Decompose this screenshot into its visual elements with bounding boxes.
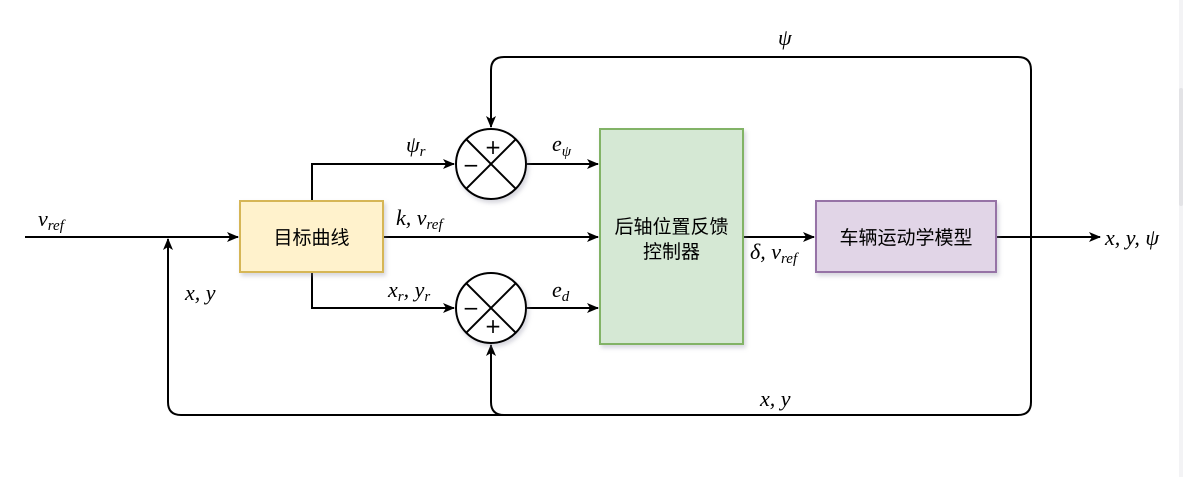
label-feedback-xy-bottom: x, y (759, 386, 791, 411)
label-psi-r: ψr (406, 132, 426, 160)
controller-label-line1: 后轴位置反馈 (614, 216, 728, 238)
label-e-d: ed (552, 277, 570, 305)
wire-feedback-xy (163, 237, 1032, 416)
label-feedback-psi: ψ (778, 25, 792, 50)
label-delta-vref: δ, vref (750, 239, 799, 267)
wire-psi-r (311, 159, 455, 201)
controller-block: 后轴位置反馈 控制器 (599, 128, 744, 345)
heading-junction-plus-sign: + (485, 135, 502, 159)
vehicle-model-block: 车辆运动学模型 (815, 200, 997, 273)
label-e-psi: eψ (552, 131, 572, 160)
label-k-vref: k, vref (396, 205, 444, 233)
target-curve-label: 目标曲线 (273, 227, 349, 249)
vehicle-model-label: 车辆运动学模型 (839, 227, 972, 249)
scrollbar-track[interactable] (1179, 0, 1183, 477)
target-curve-block: 目标曲线 (239, 200, 384, 273)
controller-label-line2: 控制器 (643, 241, 700, 263)
heading-error-junction: + − (455, 128, 527, 200)
label-output: x, y, ψ (1104, 225, 1159, 250)
label-xr-yr: xr, yr (387, 277, 430, 305)
position-junction-plus-sign: + (485, 314, 502, 338)
label-input-vref: vref (38, 206, 66, 234)
wire-feedback-xy-branch (486, 344, 528, 416)
position-junction-minus-sign: − (463, 296, 480, 320)
position-error-junction: − + (455, 272, 527, 344)
wire-feedback-psi (486, 56, 1032, 237)
scrollbar-thumb[interactable] (1179, 88, 1183, 206)
heading-junction-minus-sign: − (463, 153, 480, 177)
wire-xr-yr (311, 272, 455, 313)
label-feedback-xy-left: x, y (184, 280, 216, 305)
